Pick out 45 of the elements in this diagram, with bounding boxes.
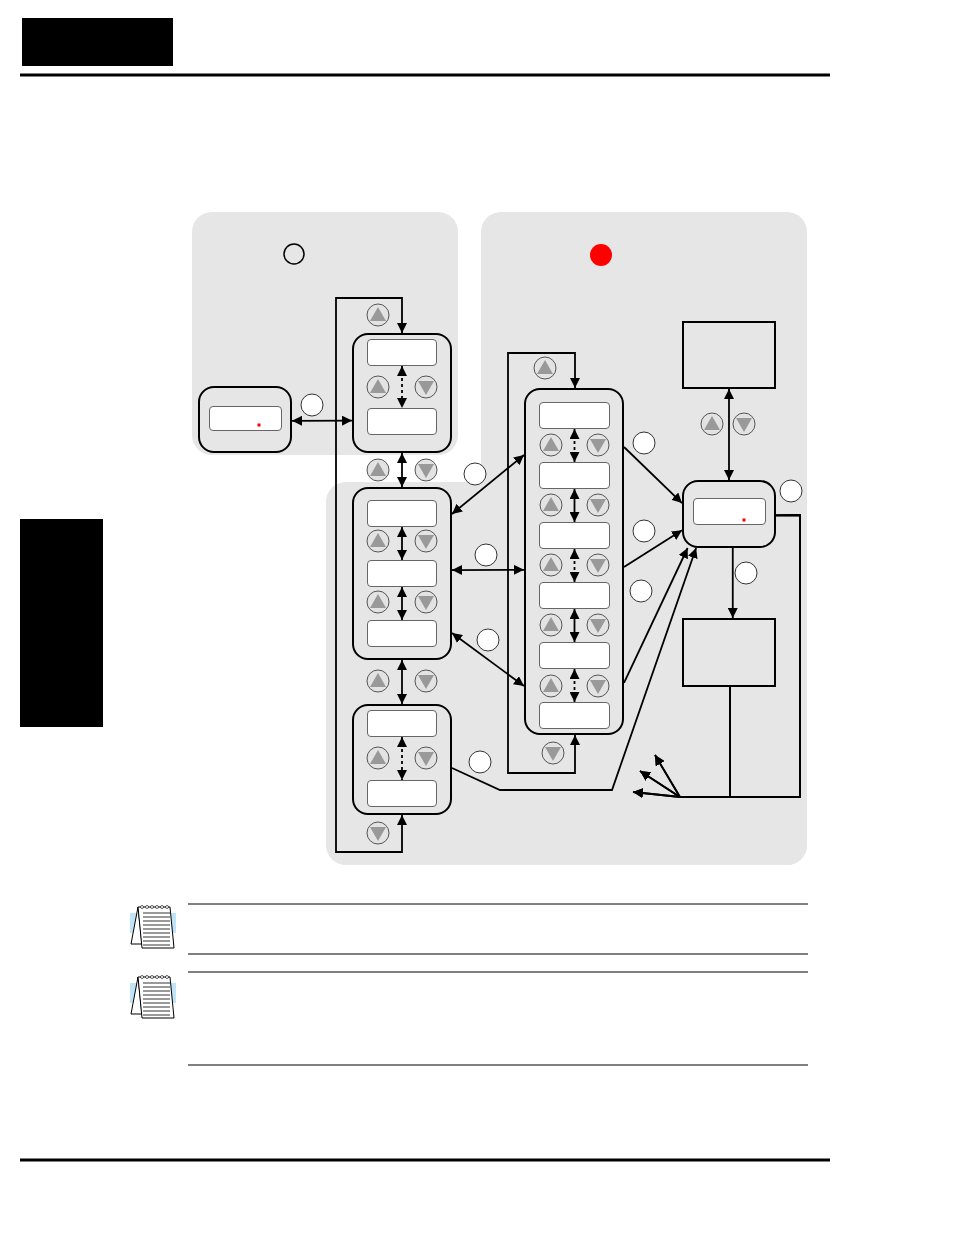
display-window — [367, 408, 437, 435]
display-window — [367, 339, 437, 366]
display-window — [539, 642, 610, 669]
arrow — [451, 547, 698, 791]
arrow — [569, 428, 580, 463]
arrow — [397, 452, 407, 488]
arrow — [397, 736, 407, 781]
arrow — [724, 388, 734, 481]
arrow — [397, 526, 407, 561]
display-window — [539, 702, 610, 729]
arrow — [569, 548, 580, 583]
chapter-side-tab — [20, 519, 103, 727]
arrow — [291, 415, 353, 426]
arrow — [397, 586, 407, 621]
display-window — [367, 710, 437, 737]
arrow — [569, 668, 580, 703]
arrow — [623, 529, 683, 568]
arrow — [335, 297, 407, 853]
display-window — [539, 582, 610, 609]
arrow — [507, 352, 580, 774]
function-box — [682, 321, 776, 389]
display-window — [539, 402, 610, 429]
keypad-group-panel — [198, 386, 292, 453]
arrow — [397, 659, 407, 705]
function-box — [682, 618, 776, 687]
arrow — [451, 454, 525, 515]
display-window — [693, 498, 766, 525]
arrow — [623, 547, 689, 684]
arrow — [569, 488, 580, 523]
display-window — [367, 500, 437, 527]
arrow — [623, 446, 683, 504]
keypad-group-panel — [352, 333, 452, 453]
arrow — [451, 564, 525, 575]
header-tab — [22, 18, 173, 66]
display-window — [539, 462, 610, 489]
display-window — [209, 406, 282, 431]
arrow — [569, 608, 580, 643]
display-window — [367, 780, 437, 807]
arrow — [727, 547, 738, 619]
keypad-group-panel — [682, 480, 776, 548]
display-window — [367, 620, 437, 647]
display-window — [367, 560, 437, 587]
arrow — [397, 365, 407, 409]
arrow — [451, 632, 525, 687]
display-window — [539, 522, 610, 549]
